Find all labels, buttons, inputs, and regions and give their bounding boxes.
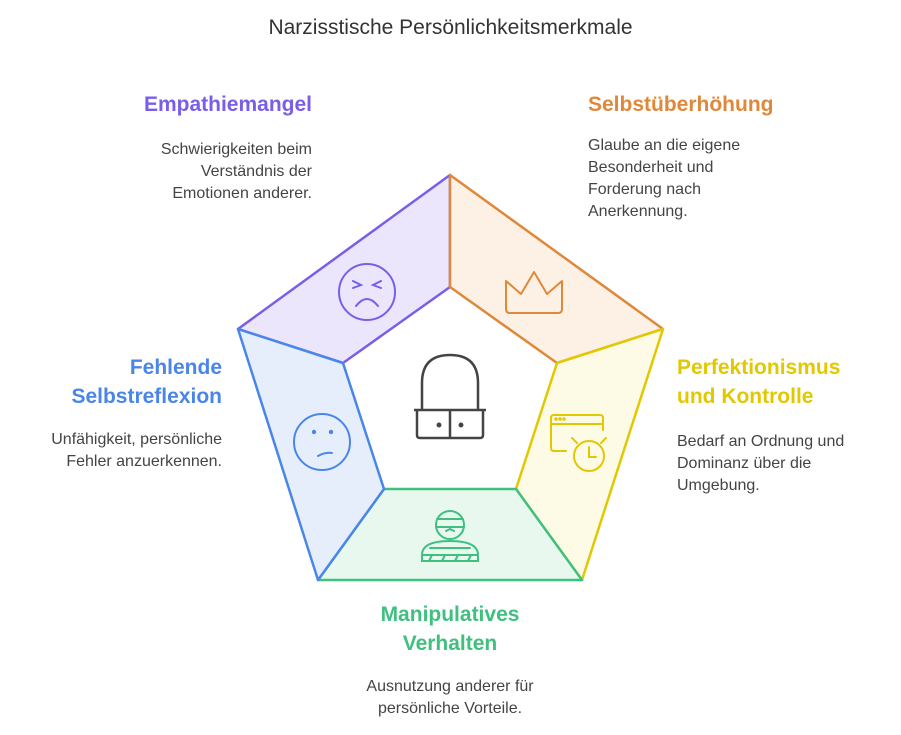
padlock-cabinet-icon [414, 353, 486, 440]
heading-line: Verhalten [402, 632, 498, 655]
desc-line: Unfähigkeit, persönliche [51, 431, 222, 448]
heading-line: Manipulatives [380, 603, 520, 626]
heading-line: und Kontrolle [677, 385, 814, 408]
desc-line: Bedarf an Ordnung und [677, 433, 845, 450]
desc-line: Verständnis der [200, 163, 312, 180]
desc-empathiemangel: Schwierigkeiten beim Verständnis der Emo… [161, 139, 312, 205]
sad-face-icon [293, 413, 351, 471]
crown-icon [505, 271, 563, 314]
window-clock-icon [550, 414, 607, 472]
desc-selbstueberhoehung: Glaube an die eigene Besonderheit und Fo… [588, 135, 740, 223]
heading-perfektionismus: Perfektionismus und Kontrolle [677, 353, 840, 411]
desc-manipulatives: Ausnutzung anderer für persönliche Vorte… [250, 676, 650, 720]
desc-line: Anerkennung. [588, 203, 688, 220]
desc-line: Emotionen anderer. [172, 185, 312, 202]
diagram-title: Narzisstische Persönlichkeitsmerkmale [268, 16, 633, 39]
heading-line: Perfektionismus [677, 356, 841, 379]
desc-line: Schwierigkeiten beim [160, 141, 312, 158]
desc-line: Umgebung. [677, 477, 760, 494]
heading-line: Selbstreflexion [71, 385, 222, 408]
heading-selbstueberhoehung: Selbstüberhöhung [588, 93, 774, 116]
desc-perfektionismus: Bedarf an Ordnung und Dominanz über die … [677, 431, 844, 497]
segment-selbstreflexion [236, 327, 386, 582]
heading-selbstreflexion: Fehlende Selbstreflexion [71, 353, 222, 411]
desc-line: persönliche Vorteile. [377, 700, 523, 717]
desc-line: Dominanz über die [677, 455, 812, 472]
desc-line: Besonderheit und [588, 159, 714, 176]
angry-face-icon [338, 263, 396, 321]
desc-line: Ausnutzung anderer für [366, 678, 534, 695]
desc-line: Glaube an die eigene [588, 137, 741, 154]
heading-empathiemangel: Empathiemangel [143, 93, 312, 116]
desc-selbstreflexion: Unfähigkeit, persönliche Fehler anzuerke… [51, 429, 222, 473]
masked-person-icon [420, 510, 480, 562]
heading-manipulatives: Manipulatives Verhalten [250, 600, 650, 658]
desc-line: Forderung nach [588, 181, 701, 198]
heading-line: Fehlende [129, 356, 222, 379]
desc-line: Fehler anzuerkennen. [66, 453, 222, 470]
